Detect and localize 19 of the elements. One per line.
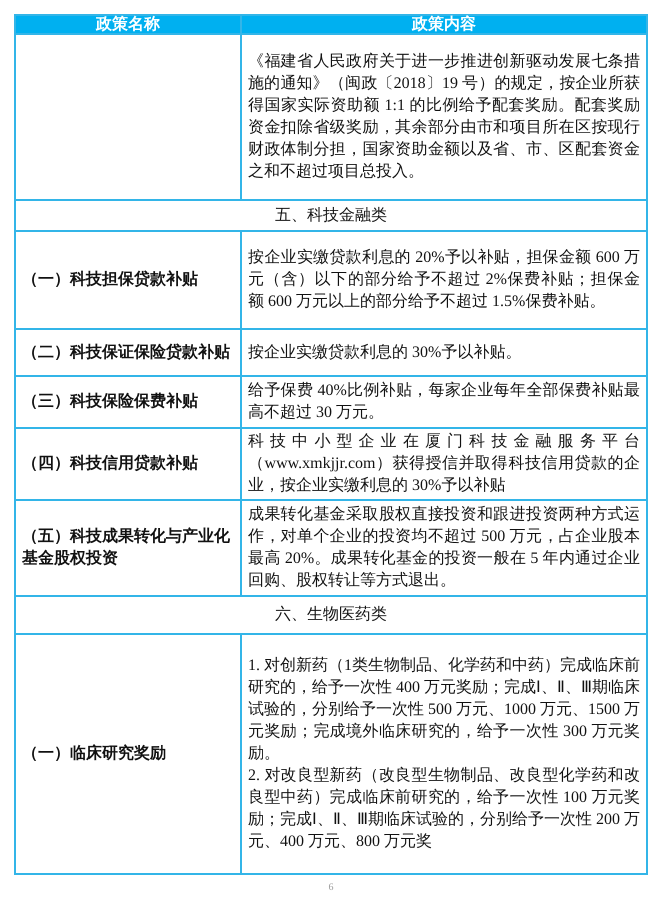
policy-content: 给予保费 40%比例补贴，每家企业每年全部保费补贴最高不超过 30 万元。 [248,380,640,423]
policy-name: （三）科技保险保费补贴 [22,391,198,412]
policy-content: 按企业实缴贷款利息的 30%予以补贴。 [248,342,522,362]
policy-content: 科技中小型企业在厦门科技金融服务平台（www.xmkjjr.com）获得授信并取得科技信用贷款的企业，按企业实缴利息的 30%予以补贴 [248,432,640,496]
policy-name: （四）科技信用贷款补贴 [22,453,198,474]
policy-content: 2. 对改良型新药（改良型生物制品、改良型化学药和改良型中药）完成临床前研究的，给予一次性 100 万元奖励；完成Ⅰ、Ⅱ、Ⅲ期临床试验的，分别给予一次性 200 万元、400 万元、800 万元奖 [248,766,640,852]
policy-name: （二）科技保证保险贷款补贴 [22,342,230,362]
column-header: 政策内容 [412,16,476,33]
section-heading: 五、科技金融类 [275,206,387,226]
policy-name: （五）科技成果转化与产业化基金股权投资 [22,526,231,569]
column-header: 政策名称 [96,16,160,33]
page-number: 6 [328,881,334,895]
policy-content: 按企业实缴贷款利息的 20%予以补贴，担保金额 600 万元（含）以下的部分给予不超过 2%保费补贴；担保金额 600 万元以上的部分给予不超过 1.5%保费补贴。 [248,248,640,312]
policy-name: （一）科技担保贷款补贴 [22,269,198,290]
policy-content: 《福建省人民政府关于进一步推进创新驱动发展七条措施的通知》（闽政〔2018〕19 号）的规定，按企业所获得国家实际资助额 1:1 的比例给予配套奖励。配套奖励资金扣除省级奖励，其余部分由市和项目所在区按现行财政体制分担，国家资助金额以及省、市、区配套资金之和不超过项目总投入。 [248,52,640,182]
policy-content: 成果转化基金采取股权直接投资和跟进投资两种方式运作，对单个企业的投资均不超过 500 万元，占企业股本最高 20%。成果转化基金的投资一般在 5 年内通过企业回购、股权转让等方式退出。 [248,504,640,591]
policy-name: （一）临床研究奖励 [22,743,166,764]
section-heading: 六、生物医药类 [275,604,387,625]
policy-content: 1. 对创新药（1类生物制品、化学药和中药）完成临床前研究的，给予一次性 400 万元奖励；完成Ⅰ、Ⅱ、Ⅲ期临床试验的，分别给予一次性 500 万元、1000 万元、1500 万元奖励；完成境外临床研究的，给予一次性 300 万元奖励。 [248,656,640,764]
